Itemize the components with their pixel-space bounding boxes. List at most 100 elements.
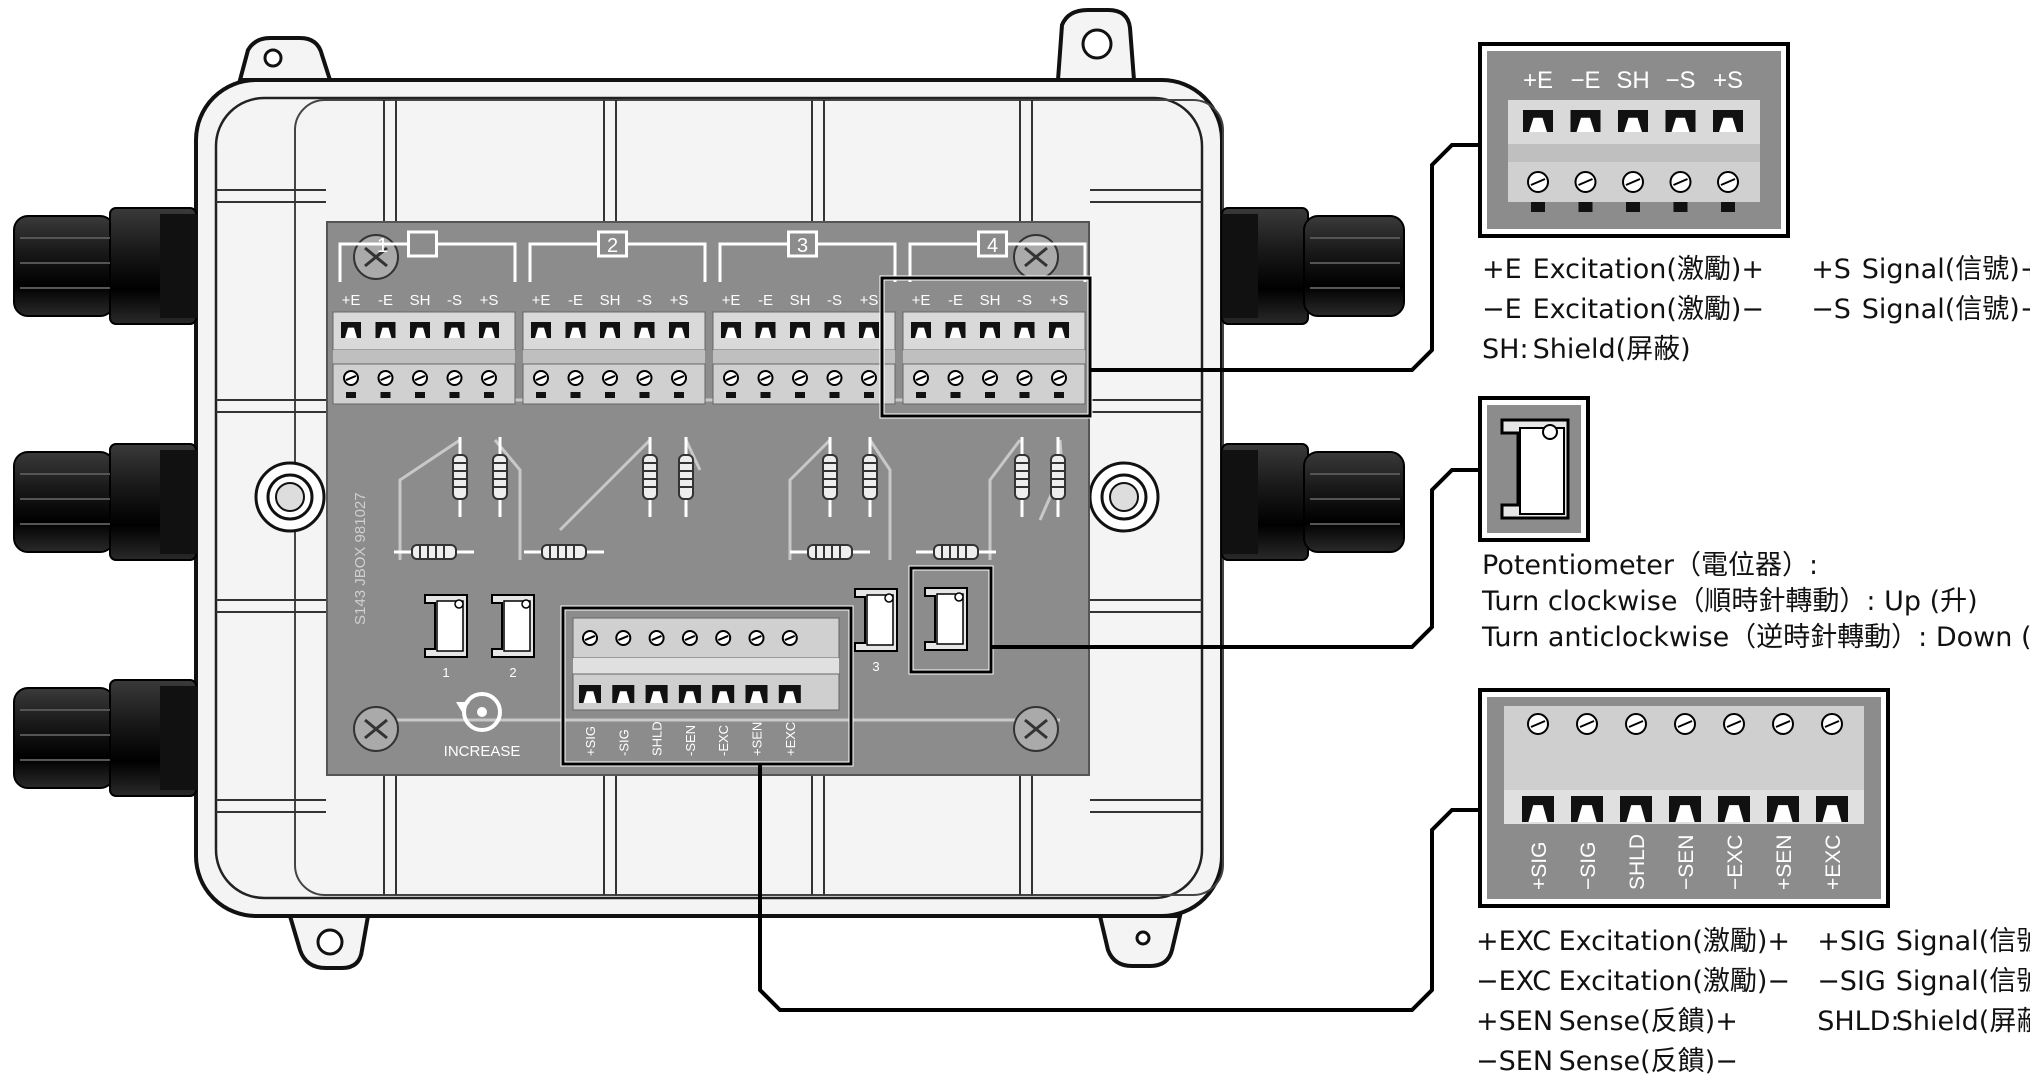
resistor [452, 437, 468, 517]
terminal-label: +S [860, 292, 879, 309]
resistor [916, 544, 996, 560]
terminal-label: SH [790, 292, 811, 309]
terminal-label: +SEN [1773, 835, 1796, 890]
legend-desc: Shield(屏蔽) [1895, 1006, 2030, 1037]
resistor [394, 544, 474, 560]
terminal-label: -S [637, 292, 652, 309]
legend-key: SH: [1482, 334, 1529, 365]
potentiometer-clockwise: Turn clockwise（順時針轉動）: Up (升) [1482, 586, 1978, 617]
potentiometer: 2 [491, 594, 535, 680]
mounting-ear [237, 36, 333, 82]
legend-desc: Sense(反饋)− [1558, 1046, 1738, 1077]
channel-legend: +E Excitation(激勵)+ +S Signal(信號)+ −E Exc… [1482, 250, 2030, 370]
potentiometer-anticlockwise: Turn anticlockwise（逆時針轉動）: Down (降) [1482, 622, 2030, 653]
increase-label: INCREASE [444, 743, 521, 760]
legend-desc: Signal(信號)− [1861, 294, 2030, 325]
legend-desc: Sense(反饋)+ [1558, 1006, 1738, 1037]
terminal-label: +E [1523, 67, 1553, 94]
terminal-label: −SEN [1675, 835, 1698, 890]
potentiometer: 3 [854, 588, 898, 674]
legend-desc: Signal(信號)+ [1861, 254, 2030, 285]
terminal-label: SHLD [1626, 834, 1649, 890]
terminal-label: +SIG [583, 726, 598, 756]
legend-row: +SEN Sense(反饋)+ SHLD: Shield(屏蔽) [1476, 1002, 2030, 1042]
terminal-label: +E [912, 292, 931, 309]
resistor [790, 544, 870, 560]
legend-key: SHLD: [1817, 1006, 1900, 1037]
resistor [862, 437, 878, 517]
terminal-label: −SIG [1577, 842, 1600, 890]
legend-desc: Signal(信號)− [1895, 966, 2030, 997]
zoom-potentiometer [1478, 396, 1590, 542]
resistor [1050, 437, 1066, 517]
channel-number: 4 [987, 235, 998, 257]
terminal-label: −E [1570, 67, 1600, 94]
terminal-label: SH [1616, 67, 1649, 94]
channel-number: 2 [607, 235, 618, 257]
terminal-label: +S [1050, 292, 1069, 309]
terminal-label: SHLD [650, 721, 665, 756]
terminal-label: +SEN [750, 722, 765, 756]
pcb-screw [353, 234, 1059, 752]
legend-desc: Excitation(激勵)− [1558, 966, 1791, 997]
resistor [822, 437, 838, 517]
terminal-label: +EXC [1822, 835, 1845, 890]
terminal-label: -S [447, 292, 462, 309]
terminal-label: +EXC [783, 722, 798, 756]
terminal-label: -SEN [683, 725, 698, 756]
channel-number: 3 [797, 235, 808, 257]
legend-row: SH: Shield(屏蔽) [1482, 330, 2030, 370]
legend-key: +E [1482, 254, 1522, 285]
trim-screw-icon [454, 599, 464, 609]
terminal-label: -E [948, 292, 963, 309]
legend-key: +S [1811, 254, 1851, 285]
increase-rotate-icon [456, 692, 502, 732]
terminal-label: -E [758, 292, 773, 309]
legend-key: −EXC [1476, 966, 1552, 997]
channel-terminal-block: +E -E SH -S +S [902, 292, 1086, 405]
legend-row: −SEN Sense(反饋)− [1476, 1042, 2030, 1082]
resistor [492, 437, 508, 517]
potentiometer-number: 2 [509, 665, 516, 680]
terminal-label: SH [600, 292, 621, 309]
legend-key: +SEN [1476, 1006, 1554, 1037]
terminal-label: +S [480, 292, 499, 309]
potentiometer: 1 [424, 594, 468, 680]
potentiometer-description: Potentiometer（電位器）: Turn clockwise（順時針轉動… [1482, 548, 2030, 656]
terminal-label: −S [1665, 67, 1695, 94]
channel-terminal-block: +E -E SH -S +S [712, 292, 896, 405]
legend-desc: Signal(信號)+ [1895, 926, 2030, 957]
trim-screw-icon [954, 592, 964, 602]
legend-row: −E Excitation(激勵)− −S Signal(信號)− [1482, 290, 2030, 330]
legend-desc: Excitation(激勵)+ [1558, 926, 1791, 957]
legend-desc: Excitation(激勵)− [1532, 294, 1765, 325]
legend-key: −SEN [1476, 1046, 1554, 1077]
board-model-label: S143 JBOX 981027 [352, 492, 369, 625]
terminal-label: -S [827, 292, 842, 309]
legend-row: −EXC Excitation(激勵)− −SIG Signal(信號)− [1476, 962, 2030, 1002]
legend-row: +EXC Excitation(激勵)+ +SIG Signal(信號)+ [1476, 922, 2030, 962]
trim-screw-icon [884, 593, 894, 603]
legend-desc: Excitation(激勵)+ [1532, 254, 1765, 285]
cable-glands [13, 207, 1405, 797]
terminal-label: -SIG [616, 729, 631, 756]
legend-key: +SIG [1817, 926, 1886, 957]
potentiometer-number: 3 [872, 659, 879, 674]
trim-screw-icon [1542, 424, 1558, 440]
terminal-label: -S [1017, 292, 1032, 309]
terminal-label: SH [410, 292, 431, 309]
resistor [642, 437, 658, 517]
leader-lines [758, 143, 1480, 1012]
legend-key: −SIG [1817, 966, 1886, 997]
legend-key: −S [1811, 294, 1851, 325]
terminal-label: +E [722, 292, 741, 309]
terminal-label: SH [980, 292, 1001, 309]
resistor [1014, 437, 1030, 517]
